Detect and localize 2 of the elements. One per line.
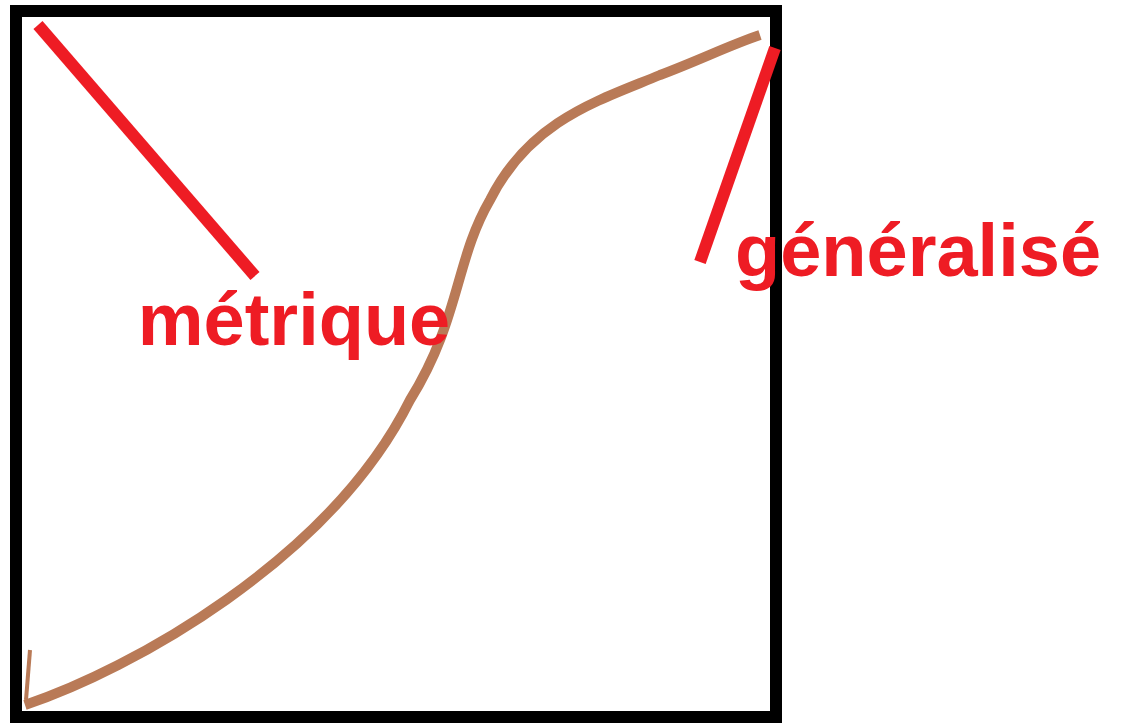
leader-line — [33, 21, 260, 280]
leader-line — [694, 46, 781, 264]
